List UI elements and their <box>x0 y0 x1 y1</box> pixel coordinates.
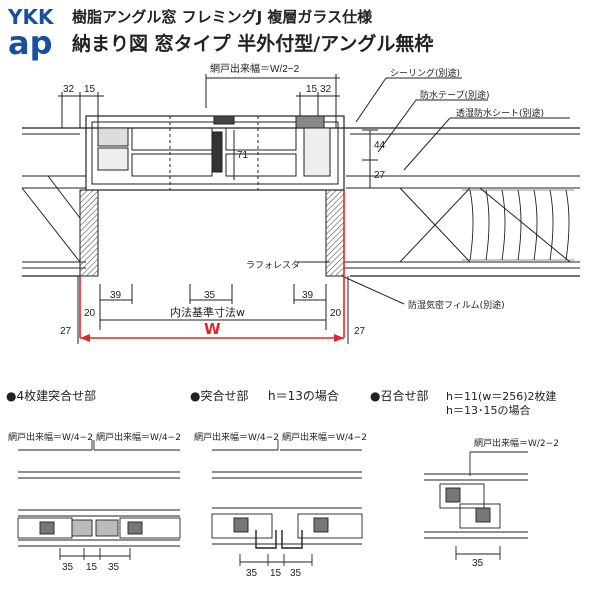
dim-35-center: 35 <box>204 290 216 301</box>
butt-joint-dim-15: 15 <box>270 568 282 579</box>
meeting-labels: 網戸出来幅＝W/2−2 35 <box>472 437 559 569</box>
callout-lath: ラフォレスタ <box>246 260 300 271</box>
inner-dimension-label: 内法基準寸法w <box>170 305 245 319</box>
meeting-dim-35: 35 <box>472 558 484 569</box>
dim-27-vertical: 27 <box>374 170 386 181</box>
dim-27-left: 27 <box>60 326 72 337</box>
dim-15-left: 15 <box>84 84 96 95</box>
callout-sealing: シーリング(別途) <box>390 67 460 79</box>
four-panel-detail <box>17 440 181 560</box>
dim-39-right: 39 <box>302 290 314 301</box>
dim-39-left: 39 <box>110 290 122 301</box>
four-panel-heading: ●4枚建突合せ部 <box>6 388 96 403</box>
meeting-condition-2: h＝13･15の場合 <box>446 403 530 417</box>
butt-joint-dim-35-b: 35 <box>290 568 302 579</box>
dim-15-right: 15 <box>306 84 318 95</box>
brand-bottom-text: ap <box>8 24 53 62</box>
butt-joint-dim-35-a: 35 <box>246 568 258 579</box>
logo-box <box>6 4 64 58</box>
dim-32-left: 32 <box>63 84 75 95</box>
meeting-detail <box>424 451 528 560</box>
four-panel-dim-35-b: 35 <box>108 562 120 573</box>
four-panel-dim-15: 15 <box>86 562 98 573</box>
header: YKK ap 樹脂アングル窓 フレミングJ 複層ガラス仕様 納まり図 窓タイプ … <box>6 4 433 62</box>
dim-20-right: 20 <box>330 308 342 319</box>
brand-top-text: YKK <box>7 5 55 29</box>
butt-joint-labels: 網戸出来幅＝W/4−2 網戸出来幅＝W/4−2 35 15 35 <box>194 431 367 579</box>
butt-joint-detail <box>211 440 363 566</box>
main-section <box>21 74 580 344</box>
four-panel-labels: 網戸出来幅＝W/4−2 網戸出来幅＝W/4−2 35 15 35 <box>8 431 181 573</box>
main-section-labels: 網戸出来幅＝W/2−2 32 15 15 32 71 44 27 39 35 3… <box>60 62 544 338</box>
dim-32-right: 32 <box>320 84 332 95</box>
outer-dimension-label: W <box>204 320 221 338</box>
butt-joint-heading: ●突合せ部 <box>190 388 248 403</box>
dim-27-right: 27 <box>354 326 366 337</box>
page-title-line2: 納まり図 窓タイプ 半外付型/アングル無枠 <box>72 32 433 55</box>
bottom-headings: ●4枚建突合せ部 ●突合せ部 h＝13の場合 ●召合せ部 h＝11(w＝256)… <box>6 388 557 417</box>
callout-vapor-film: 防湿気密フィルム(別途) <box>408 299 505 311</box>
butt-joint-screen-right: 網戸出来幅＝W/4−2 <box>282 431 367 443</box>
dim-20-left: 20 <box>84 308 96 319</box>
four-panel-screen-right: 網戸出来幅＝W/4−2 <box>96 431 181 443</box>
dim-44: 44 <box>374 140 386 151</box>
w-dimension <box>79 190 345 342</box>
screen-width-label: 網戸出来幅＝W/2−2 <box>210 62 300 75</box>
butt-joint-screen-left: 網戸出来幅＝W/4−2 <box>194 431 279 443</box>
dim-71: 71 <box>237 150 249 161</box>
callout-moisture-sheet: 透湿防水シート(別途) <box>456 107 544 119</box>
callout-waterproof-tape: 防水テープ(別途) <box>420 89 489 101</box>
four-panel-dim-35-a: 35 <box>62 562 74 573</box>
four-panel-screen-left: 網戸出来幅＝W/4−2 <box>8 431 93 443</box>
meeting-condition-1: h＝11(w＝256)2枚建 <box>446 389 557 403</box>
page-title-line1: 樹脂アングル窓 フレミングJ 複層ガラス仕様 <box>72 8 373 26</box>
butt-joint-condition: h＝13の場合 <box>268 388 339 403</box>
meeting-heading: ●召合せ部 <box>370 388 428 403</box>
meeting-screen-label: 網戸出来幅＝W/2−2 <box>474 437 559 449</box>
